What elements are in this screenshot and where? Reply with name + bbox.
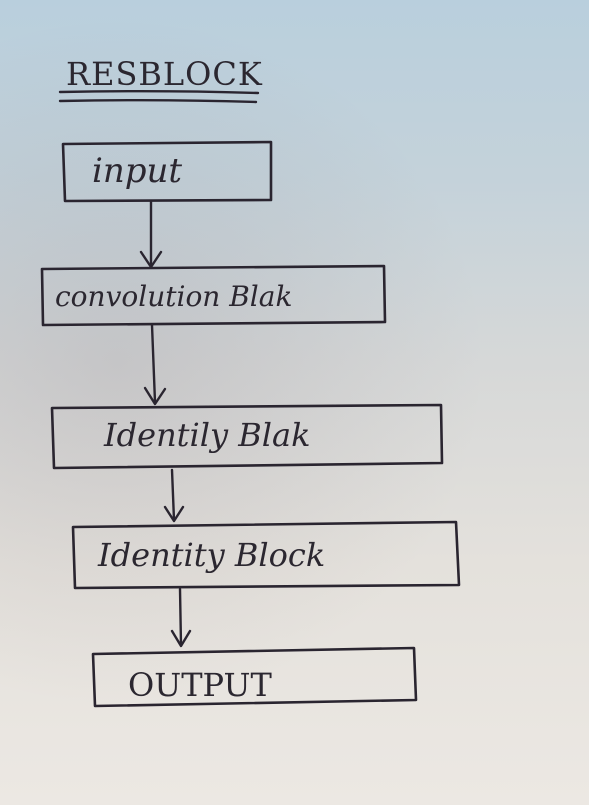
arrow-2: [143, 323, 167, 406]
node-identity-block-2: Identity Block: [71, 520, 461, 590]
node-identity-block-1-box: [50, 403, 444, 470]
node-convolution-block: convolution Blak: [40, 264, 387, 327]
node-identity-block-1: Identily Blak: [50, 403, 444, 470]
arrow-1: [139, 199, 163, 269]
node-convolution-block-box: [40, 264, 387, 327]
arrow-4: [170, 587, 192, 648]
node-output: OUTPUT: [91, 646, 418, 708]
node-input-label: input: [92, 151, 182, 191]
node-input: input: [61, 140, 273, 203]
arrow-3: [163, 468, 185, 523]
node-identity-block-2-label: Identity Block: [97, 536, 325, 574]
title-underline-2: [58, 99, 258, 104]
node-convolution-block-label: convolution Blak: [55, 280, 292, 313]
title-underline-1: [58, 90, 260, 95]
node-identity-block-2-box: [71, 520, 461, 590]
node-output-label: OUTPUT: [128, 666, 272, 704]
node-identity-block-1-label: Identily Blak: [103, 416, 310, 454]
node-input-box: [61, 140, 273, 203]
diagram-title: RESBLOCK: [66, 55, 263, 93]
node-output-box: [91, 646, 418, 708]
